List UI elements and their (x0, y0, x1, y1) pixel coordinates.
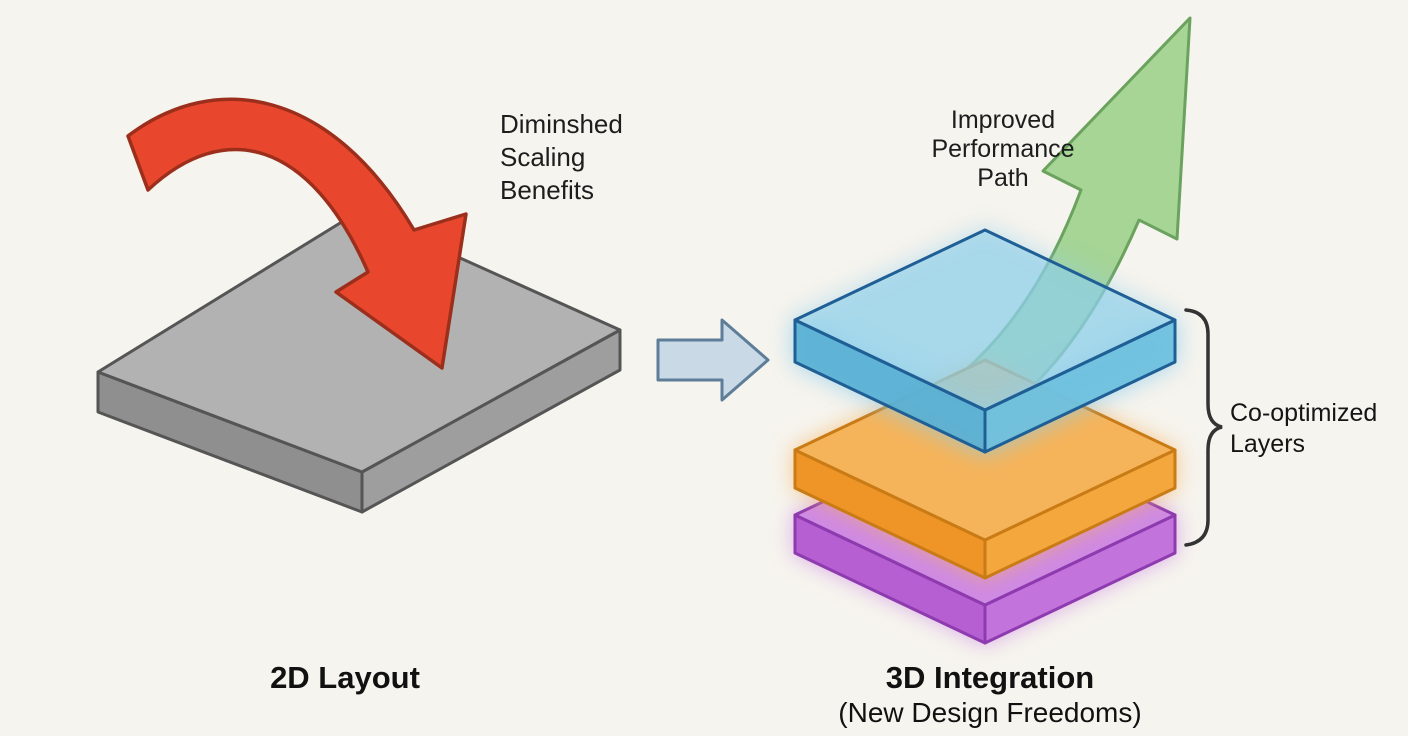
co-optimized-layers-label: Co-optimized Layers (1230, 398, 1377, 460)
caption-2d-layout: 2D Layout (270, 660, 420, 695)
caption-new-design-freedoms: (New Design Freedoms) (838, 697, 1142, 728)
diminished-scaling-line2: Scaling (500, 142, 586, 172)
improved-performance-line2: Performance (931, 135, 1075, 163)
diminished-scaling-line3: Benefits (500, 175, 594, 205)
improved-performance-line3: Path (977, 164, 1029, 192)
improved-performance-line1: Improved (950, 106, 1056, 134)
red-down-arrow (126, 97, 468, 370)
co-optimized-layers-line1: Co-optimized (1230, 399, 1378, 427)
blue-layer-top-face (793, 228, 1177, 412)
co-optimized-brace (1184, 308, 1223, 547)
2d-slab-top-face (96, 210, 622, 474)
improved-performance-label: Improved Performance Path (880, 106, 1126, 193)
co-optimized-layers-line2: Layers (1230, 430, 1306, 458)
blue-layer (793, 228, 1177, 454)
caption-3d-integration: 3D Integration (885, 660, 1095, 695)
diminished-scaling-label: Diminshed Scaling Benefits (500, 108, 623, 207)
transition-right-arrow (656, 318, 770, 402)
2d-slab (96, 210, 622, 514)
diminished-scaling-line1: Diminshed (500, 109, 623, 139)
